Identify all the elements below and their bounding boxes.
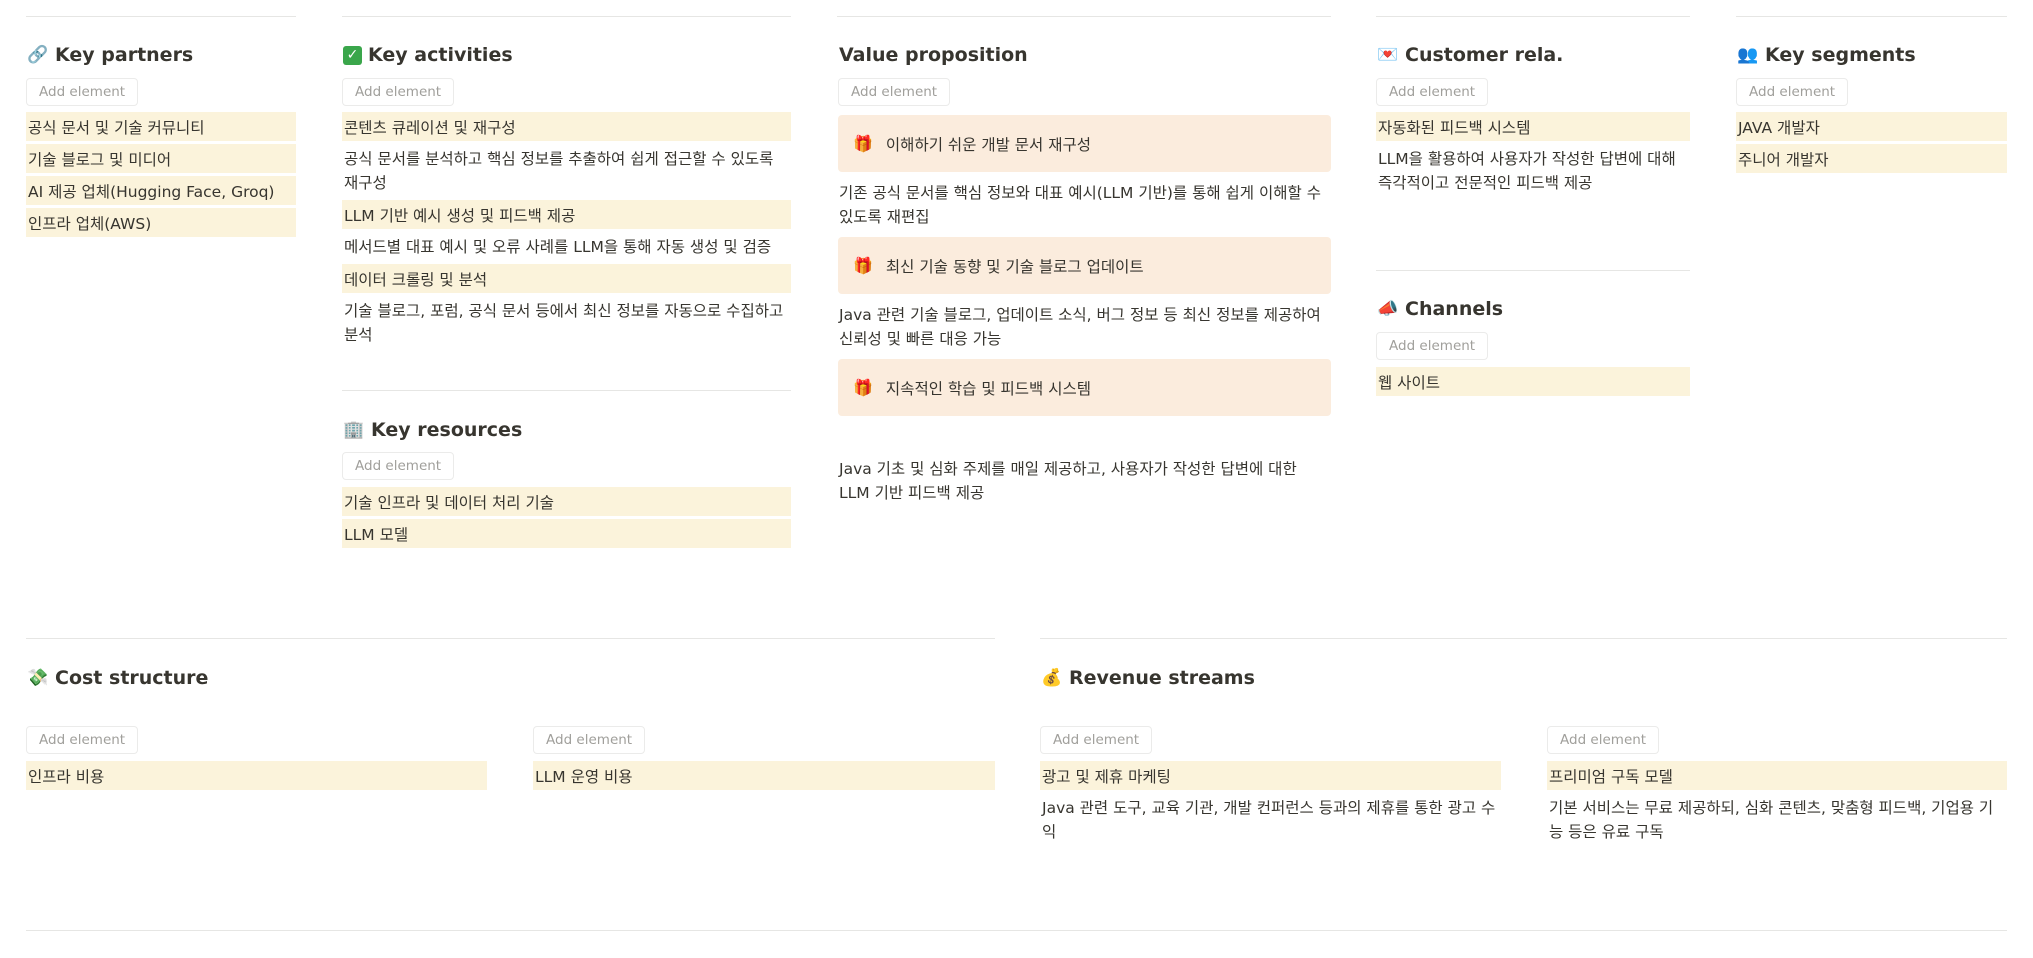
activity-desc: 공식 문서를 분석하고 핵심 정보를 추출하여 쉽게 접근할 수 있도록 재구성	[344, 150, 774, 192]
value-proposition-title-text: Value proposition	[839, 44, 1028, 66]
revenue-streams-title: 💰 Revenue streams	[1041, 667, 1255, 689]
list-item[interactable]: LLM 운영 비용	[533, 761, 995, 790]
key-resources-title: 🏢 Key resources	[343, 419, 522, 441]
building-icon: 🏢	[343, 420, 365, 440]
list-item[interactable]: 기술 블로그 및 미디어	[26, 144, 296, 173]
list-item[interactable]: 인프라 비용	[26, 761, 487, 790]
people-icon: 👥	[1737, 45, 1759, 65]
add-element-button[interactable]: Add element	[1736, 78, 1849, 106]
cost-structure-title-text: Cost structure	[55, 667, 209, 689]
add-element-button[interactable]: Add element	[1376, 332, 1489, 360]
divider-revenue-streams	[1040, 638, 2007, 639]
list-item[interactable]: 공식 문서 및 기술 커뮤니티	[26, 112, 296, 141]
check-mark-icon: ✓	[343, 45, 362, 65]
add-element-button[interactable]: Add element	[1547, 726, 1660, 754]
customer-relations-title-text: Customer rela.	[1405, 44, 1564, 66]
activity-item[interactable]: 데이터 크롤링 및 분석	[342, 264, 791, 293]
heart-letter-icon: 💌	[1377, 45, 1399, 65]
divider-key-segments	[1736, 16, 2007, 17]
add-element-button[interactable]: Add element	[533, 726, 646, 754]
megaphone-icon: 📣	[1377, 299, 1399, 319]
key-activities-title: ✓ Key activities	[343, 44, 513, 66]
list-item[interactable]: LLM 모델	[342, 519, 791, 548]
value-card-label: 지속적인 학습 및 피드백 시스템	[885, 379, 1092, 398]
add-element-button[interactable]: Add element	[342, 452, 455, 480]
cost-structure-title: 💸 Cost structure	[27, 667, 208, 689]
gift-icon: 🎁	[853, 256, 873, 275]
revenue-desc: Java 관련 도구, 교육 기관, 개발 컨퍼런스 등과의 제휴를 통한 광고…	[1042, 799, 1496, 841]
value-card-desc: Java 기초 및 심화 주제를 매일 제공하고, 사용자가 작성한 답변에 대…	[839, 460, 1297, 502]
divider-bottom	[26, 930, 2007, 931]
add-element-button[interactable]: Add element	[1040, 726, 1153, 754]
key-resources-title-text: Key resources	[371, 419, 523, 441]
activity-desc: 메서드별 대표 예시 및 오류 사례를 LLM을 통해 자동 생성 및 검증	[344, 238, 772, 256]
value-card-label: 최신 기술 동향 및 기술 블로그 업데이트	[885, 257, 1144, 276]
revenue-streams-title-text: Revenue streams	[1069, 667, 1255, 689]
divider-customer-relations	[1376, 16, 1690, 17]
add-element-button[interactable]: Add element	[1376, 78, 1489, 106]
link-icon: 🔗	[27, 45, 49, 65]
money-wings-icon: 💸	[27, 668, 49, 688]
activity-item[interactable]: 콘텐츠 큐레이션 및 재구성	[342, 112, 791, 141]
channels-title-text: Channels	[1405, 298, 1504, 320]
divider-channels	[1376, 270, 1690, 271]
key-segments-title: 👥 Key segments	[1737, 44, 1916, 66]
key-activities-title-text: Key activities	[368, 44, 513, 66]
customer-relations-desc: LLM을 활용하여 사용자가 작성한 답변에 대해 즉각적이고 전문적인 피드백…	[1378, 150, 1676, 192]
add-element-button[interactable]: Add element	[838, 78, 951, 106]
revenue-desc: 기본 서비스는 무료 제공하되, 심화 콘텐츠, 맞춤형 피드백, 기업용 기능…	[1549, 799, 1994, 841]
activity-item[interactable]: LLM 기반 예시 생성 및 피드백 제공	[342, 200, 791, 229]
divider-key-activities	[342, 16, 791, 17]
value-proposition-title: Value proposition	[839, 44, 1028, 66]
key-partners-title-text: Key partners	[55, 44, 194, 66]
list-item[interactable]: 인프라 업체(AWS)	[26, 208, 296, 237]
channels-title: 📣 Channels	[1377, 298, 1503, 320]
customer-relations-title: 💌 Customer rela.	[1377, 44, 1563, 66]
divider-cost-structure	[26, 638, 995, 639]
divider-value-proposition	[837, 16, 1331, 17]
value-card-desc: Java 관련 기술 블로그, 업데이트 소식, 버그 정보 등 최신 정보를 …	[839, 306, 1321, 348]
value-card[interactable]: 🎁 이해하기 쉬운 개발 문서 재구성	[838, 115, 1331, 172]
value-card-desc: 기존 공식 문서를 핵심 정보와 대표 예시(LLM 기반)를 통해 쉽게 이해…	[839, 184, 1321, 226]
revenue-item[interactable]: 광고 및 제휴 마케팅	[1040, 761, 1501, 790]
divider-key-resources	[342, 390, 791, 391]
add-element-button[interactable]: Add element	[26, 726, 139, 754]
list-item[interactable]: 웹 사이트	[1376, 367, 1690, 396]
gift-icon: 🎁	[853, 134, 873, 153]
list-item[interactable]: 주니어 개발자	[1736, 144, 2007, 173]
list-item[interactable]: JAVA 개발자	[1736, 112, 2007, 141]
money-bag-icon: 💰	[1041, 668, 1063, 688]
add-element-button[interactable]: Add element	[342, 78, 455, 106]
value-card[interactable]: 🎁 지속적인 학습 및 피드백 시스템	[838, 359, 1331, 416]
gift-icon: 🎁	[853, 378, 873, 397]
key-partners-title: 🔗 Key partners	[27, 44, 193, 66]
list-item[interactable]: 기술 인프라 및 데이터 처리 기술	[342, 487, 791, 516]
key-segments-title-text: Key segments	[1765, 44, 1916, 66]
add-element-button[interactable]: Add element	[26, 78, 139, 106]
activity-desc: 기술 블로그, 포럼, 공식 문서 등에서 최신 정보를 자동으로 수집하고 분…	[344, 302, 784, 344]
value-card[interactable]: 🎁 최신 기술 동향 및 기술 블로그 업데이트	[838, 237, 1331, 294]
divider-key-partners	[26, 16, 296, 17]
value-card-label: 이해하기 쉬운 개발 문서 재구성	[885, 135, 1092, 154]
list-item[interactable]: 자동화된 피드백 시스템	[1376, 112, 1690, 141]
list-item[interactable]: AI 제공 업체(Hugging Face, Groq)	[26, 176, 296, 205]
revenue-item[interactable]: 프리미엄 구독 모델	[1547, 761, 2007, 790]
